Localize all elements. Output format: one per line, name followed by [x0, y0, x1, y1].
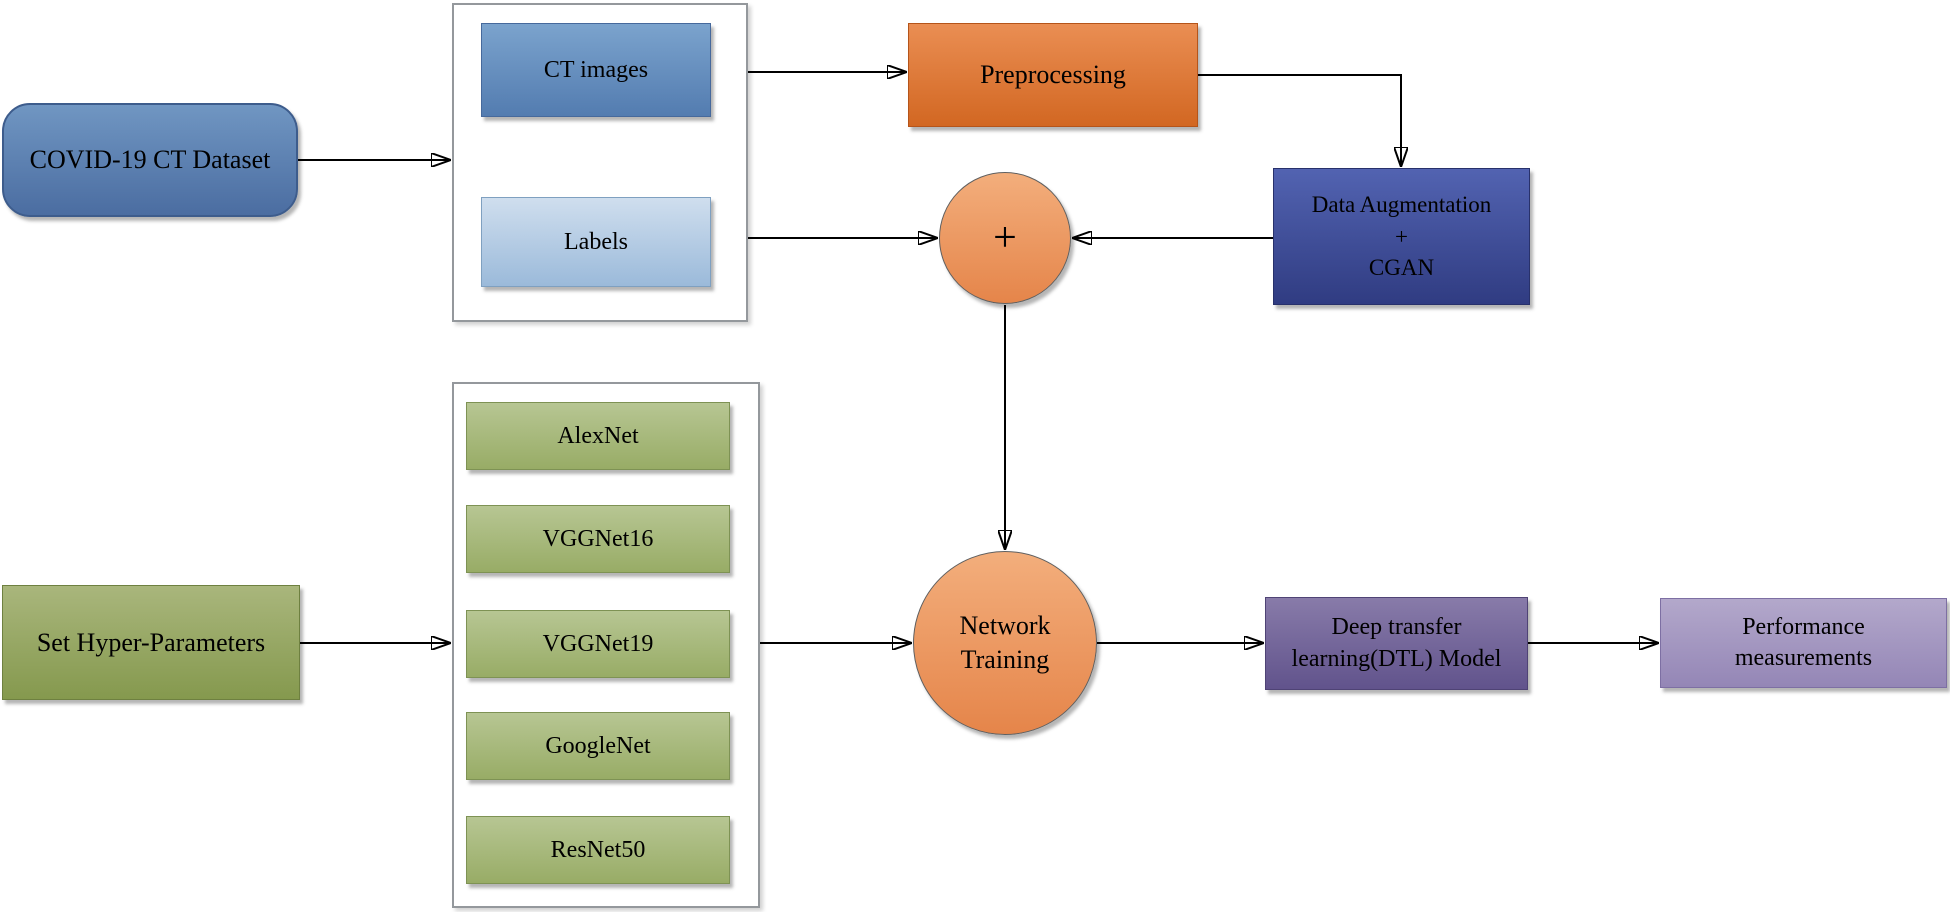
node-covid-dataset-label: COVID-19 CT Dataset	[29, 145, 271, 174]
dtl-model-line2: learning(DTL) Model	[1291, 645, 1502, 672]
node-network-model-vggnet16: VGGNet16	[466, 505, 730, 573]
node-labels: Labels	[481, 197, 711, 287]
edge-preprocessing-to-dataaug	[1198, 74, 1401, 166]
network-model-label: VGGNet19	[542, 630, 654, 657]
data-augmentation-line3: CGAN	[1368, 255, 1435, 281]
performance-line2: measurements	[1734, 645, 1873, 671]
node-labels-label: Labels	[564, 228, 628, 255]
network-model-label: GoogleNet	[545, 732, 651, 759]
node-dtl-model-label: Deep transfer learning(DTL) Model	[1292, 612, 1502, 674]
network-model-label: ResNet50	[550, 836, 646, 863]
node-performance-measurements-label: Performance measurements	[1735, 612, 1872, 674]
node-covid-dataset: COVID-19 CT Dataset	[2, 103, 298, 217]
node-network-model-resnet50: ResNet50	[466, 816, 730, 884]
network-model-label: VGGNet16	[542, 525, 654, 552]
node-preprocessing: Preprocessing	[908, 23, 1198, 127]
data-augmentation-line2: +	[1395, 223, 1408, 249]
node-ct-images: CT images	[481, 23, 711, 117]
network-model-label: AlexNet	[557, 422, 639, 449]
node-performance-measurements: Performance measurements	[1660, 598, 1947, 688]
node-set-hyper-parameters-label: Set Hyper-Parameters	[36, 627, 266, 657]
dtl-model-line1: Deep transfer	[1331, 614, 1462, 641]
performance-line1: Performance	[1742, 613, 1865, 640]
node-ct-images-label: CT images	[543, 56, 649, 83]
node-preprocessing-label: Preprocessing	[980, 60, 1126, 89]
node-data-augmentation-label: Data Augmentation + CGAN	[1312, 189, 1492, 284]
node-network-model-alexnet: AlexNet	[466, 402, 730, 470]
node-sum-junction: +	[939, 172, 1071, 304]
node-set-hyper-parameters: Set Hyper-Parameters	[2, 585, 300, 700]
node-data-augmentation: Data Augmentation + CGAN	[1273, 168, 1530, 305]
network-training-line1: Network	[959, 611, 1051, 641]
node-network-model-googlenet: GoogleNet	[466, 712, 730, 780]
node-network-training: Network Training	[913, 551, 1097, 735]
node-network-model-vggnet19: VGGNet19	[466, 610, 730, 678]
node-network-training-label: Network Training	[960, 609, 1051, 677]
data-augmentation-line1: Data Augmentation	[1311, 191, 1492, 217]
network-training-line2: Training	[960, 645, 1050, 674]
node-dtl-model: Deep transfer learning(DTL) Model	[1265, 597, 1528, 690]
plus-icon: +	[993, 215, 1017, 261]
